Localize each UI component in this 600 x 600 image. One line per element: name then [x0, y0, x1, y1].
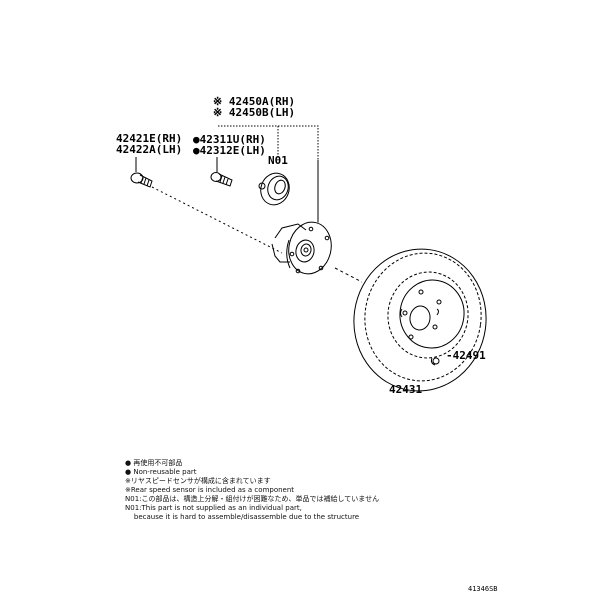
part-label-bearing: N01	[268, 155, 288, 166]
note-n01-en-2: because it is hard to assemble/disassemb…	[125, 513, 360, 521]
part-label-disc-pin: -42491	[446, 350, 486, 361]
non-reusable-mark: ●	[193, 133, 200, 146]
part-number-42312E[interactable]: 42312E(LH)	[199, 144, 266, 157]
non-reusable-mark: ●	[193, 144, 200, 157]
bearing-icon	[258, 172, 290, 206]
part-label-hub-mount-bolt: ●42311U(RH) ●42312E(LH)	[193, 134, 266, 156]
note-sensor-en: ※Rear speed sensor is included as a comp…	[125, 486, 295, 494]
part-number-N01[interactable]: N01	[268, 154, 288, 167]
hub-bolt-icon	[130, 172, 153, 188]
illustration-reference-code: 41346SB	[468, 585, 498, 593]
note-n01-jp: N01:この部品は、構造上分解・組付けが困難なため、単品では補給していません	[125, 495, 380, 503]
part-label-brake-disc: 42431	[389, 384, 422, 395]
hub-mount-bolt-icon	[210, 172, 233, 187]
part-number-42491[interactable]: -42491	[446, 349, 486, 362]
part-number-42311U[interactable]: 42311U(RH)	[199, 133, 266, 146]
brake-disc-icon	[353, 248, 487, 392]
part-label-hub-bolt: 42421E(RH) 42422A(LH)	[116, 133, 182, 155]
note-n01-en-1: N01:This part is not supplied as an indi…	[125, 504, 302, 512]
note-sensor-jp: ※リヤスピードセンサが構成に含まれています	[125, 477, 271, 485]
part-number-42450A[interactable]: 42450A(RH)	[228, 95, 296, 108]
part-number-42422A[interactable]: 42422A(LH)	[116, 143, 183, 156]
part-label-hub-assy: ※ 42450A(RH) ※ 42450B(LH)	[213, 96, 295, 118]
sensor-included-mark: ※	[213, 106, 223, 119]
disc-pin-icon	[430, 357, 440, 366]
sensor-included-mark: ※	[213, 95, 223, 108]
part-number-42421E[interactable]: 42421E(RH)	[116, 132, 183, 145]
part-number-42450B[interactable]: 42450B(LH)	[228, 106, 296, 119]
legend-notes: ● 再使用不可部品 ● Non-reusable part ※リヤスピードセンサ…	[125, 459, 379, 522]
hub-assembly-icon	[271, 221, 332, 275]
part-number-42431[interactable]: 42431	[389, 383, 423, 396]
note-non-reusable-en: ● Non-reusable part	[125, 468, 197, 476]
note-non-reusable-jp: ● 再使用不可部品	[125, 459, 183, 467]
